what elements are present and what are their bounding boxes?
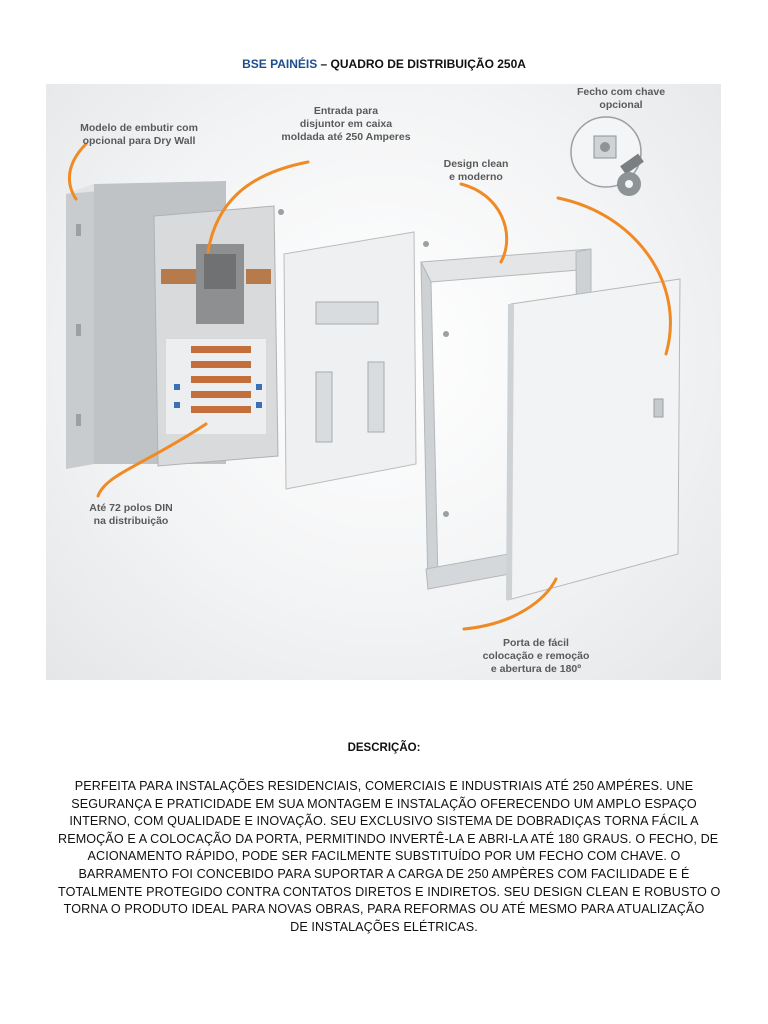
callout-porta: Porta de fácil colocação e remoção e abe… (482, 637, 590, 675)
callout-fecho: Fecho com chave opcional (576, 86, 666, 111)
page-title: BSE PAINÉIS – QUADRO DE DISTRIBUIÇÃO 250… (0, 57, 768, 71)
description-line: ACIONAMENTO RÁPIDO, PODE SER FACILMENTE … (87, 849, 681, 864)
product-exploded-view: Modelo de embutir com opcional para Dry … (46, 84, 721, 680)
description-line: INTERNO, COM QUALIDADE E INOVAÇÃO. SEU E… (69, 814, 699, 829)
description-line: DE INSTALAÇÕES ELÉTRICAS. (290, 919, 478, 934)
description-heading: DESCRIÇÃO: (347, 742, 421, 754)
brand-name: BSE PAINÉIS (242, 57, 318, 71)
description-line: SEGURANÇA E PRATICIDADE EM SUA MONTAGEM … (71, 796, 697, 811)
product-illustration (66, 116, 681, 631)
description-line: REMOÇÃO E A COLOCAÇÃO DA PORTA, PERMITIN… (58, 831, 719, 846)
callout-design: Design clean e moderno (443, 158, 509, 183)
mounting-plate-graphic (153, 205, 279, 467)
callout-din: Até 72 polos DIN na distribuição (89, 502, 173, 527)
description-line: TORNA O PRODUTO IDEAL PARA NOVAS OBRAS, … (63, 902, 705, 917)
cover-plate-graphic (283, 231, 429, 490)
description-line: TOTALMENTE PROTEGIDO CONTRA CONTATOS DIR… (58, 884, 721, 899)
callout-entrada: Entrada para disjuntor em caixa moldada … (281, 105, 411, 143)
key-lock-graphic (570, 116, 644, 196)
description-line: PERFEITA PARA INSTALAÇÕES RESIDENCIAIS, … (74, 779, 694, 793)
title-rest: – QUADRO DE DISTRIBUIÇÃO 250A (317, 57, 526, 71)
door-graphic (506, 278, 681, 601)
description-line: BARRAMENTO FOI CONCEBIDO PARA SUPORTAR A… (78, 866, 690, 881)
description-text: PERFEITA PARA INSTALAÇÕES RESIDENCIAIS, … (58, 778, 721, 936)
callout-dry-wall: Modelo de embutir com opcional para Dry … (80, 122, 198, 147)
callout-arcs (67, 142, 672, 631)
